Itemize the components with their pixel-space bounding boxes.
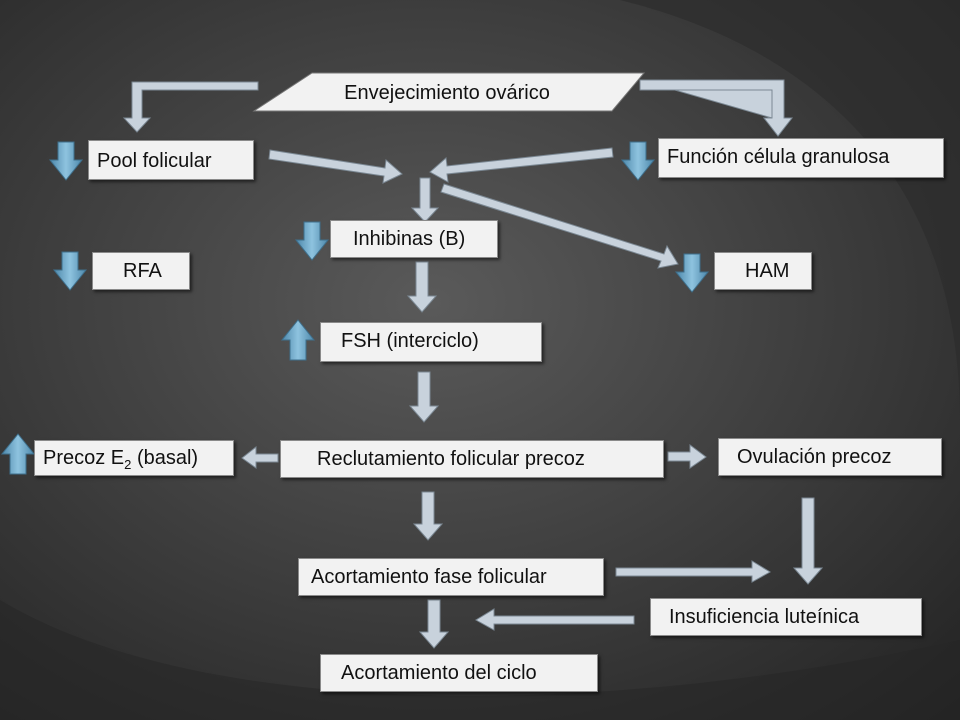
rfa-label: RFA xyxy=(123,260,162,282)
arrow-reclutamiento-to-e2 xyxy=(241,445,279,469)
insuficiencia-label: Insuficiencia luteínica xyxy=(669,606,860,628)
arrow-fsh-to-reclutamiento xyxy=(408,371,440,423)
flow-arrows xyxy=(122,79,824,649)
node-reclutamiento: Reclutamiento folicular precoz xyxy=(280,440,664,478)
node-rfa: RFA xyxy=(92,252,190,290)
arrow-envejecimiento-to-granulosa-body xyxy=(639,79,794,137)
node-precoz-e2: Precoz E2 (basal) xyxy=(34,440,234,476)
background-swoosh-lower xyxy=(0,600,960,720)
arrow-envejecimiento-to-pool xyxy=(122,81,259,133)
node-ovulacion: Ovulación precoz xyxy=(718,438,942,476)
granulosa-label: Función célula granulosa xyxy=(667,146,890,168)
arrow-fase-to-insuficiencia xyxy=(615,560,771,583)
pool-folicular-label: Pool folicular xyxy=(97,150,212,172)
node-inhibinas: Inhibinas (B) xyxy=(330,220,498,258)
ovulacion-label: Ovulación precoz xyxy=(737,446,892,468)
precoz-e2-tail: (basal) xyxy=(131,447,199,469)
arrow-center-to-ham xyxy=(440,183,679,269)
node-pool-folicular: Pool folicular xyxy=(88,140,254,180)
acortamiento-fase-label: Acortamiento fase folicular xyxy=(311,566,547,588)
background-swoosh xyxy=(620,0,960,420)
acortamiento-ciclo-label: Acortamiento del ciclo xyxy=(341,662,537,684)
fsh-label: FSH (interciclo) xyxy=(341,330,479,352)
arrow-fase-to-ciclo xyxy=(418,599,450,649)
arrow-inhibinas-to-fsh xyxy=(406,261,438,313)
reclutamiento-label: Reclutamiento folicular precoz xyxy=(317,448,585,470)
envejecimiento-shape xyxy=(252,72,646,112)
node-granulosa: Función célula granulosa xyxy=(658,138,944,178)
inhibinas-down-arrow-icon xyxy=(294,221,330,261)
inhibinas-label: Inhibinas (B) xyxy=(353,228,466,250)
arrow-reclutamiento-to-fase xyxy=(412,491,444,541)
arrow-center-to-inhibinas xyxy=(410,177,440,223)
arrow-insuficiencia-to-ciclo xyxy=(475,608,635,631)
ham-label: HAM xyxy=(745,260,790,282)
arrow-pool-to-center xyxy=(268,149,403,184)
precoz-e2-label: Precoz E2 (basal) xyxy=(43,441,198,482)
envejecimiento-label: Envejecimiento ovárico xyxy=(344,82,550,104)
arrow-reclutamiento-to-ovulacion xyxy=(667,444,707,469)
precoz-e2-main: Precoz E xyxy=(43,447,125,469)
node-insuficiencia: Insuficiencia luteínica xyxy=(650,598,922,636)
ham-down-arrow-icon xyxy=(674,253,710,293)
e2-up-arrow-icon xyxy=(0,433,36,475)
node-fsh: FSH (interciclo) xyxy=(320,322,542,362)
rfa-down-arrow-icon xyxy=(52,251,88,291)
node-acortamiento-ciclo: Acortamiento del ciclo xyxy=(320,654,598,692)
precoz-e2-subscript: 2 xyxy=(124,457,132,472)
arrow-ovulacion-to-insuficiencia xyxy=(792,497,824,585)
fsh-up-arrow-icon xyxy=(280,319,316,361)
granulosa-down-arrow-icon xyxy=(620,141,656,181)
node-ham: HAM xyxy=(714,252,812,290)
node-acortamiento-fase: Acortamiento fase folicular xyxy=(298,558,604,596)
pool-down-arrow-icon xyxy=(48,141,84,181)
indicator-arrows xyxy=(0,141,710,475)
arrow-granulosa-to-center xyxy=(429,147,614,183)
